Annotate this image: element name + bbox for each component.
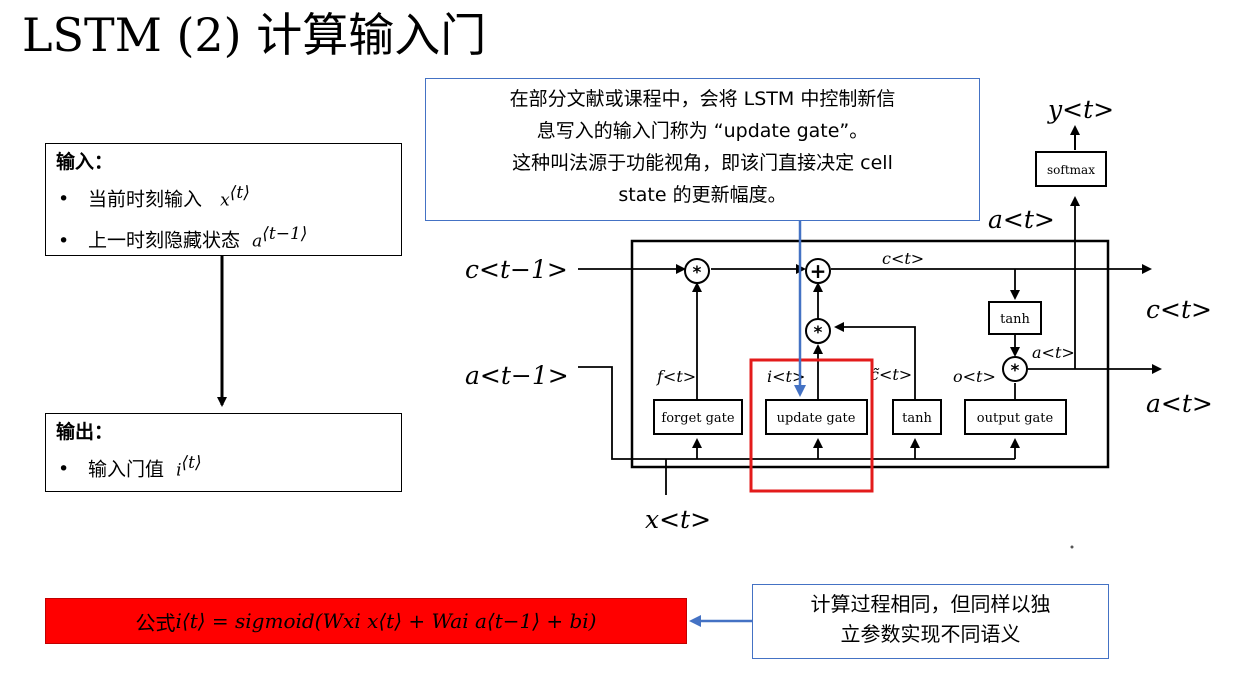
note-bottom-line-2: 立参数实现不同语义 <box>840 622 1021 646</box>
y-t-label: y<t> <box>1047 95 1114 124</box>
c-prev-label: c<t−1> <box>465 255 568 284</box>
a-inner-label: a<t> <box>1032 343 1075 362</box>
i-label: i<t> <box>767 367 805 386</box>
note-top-line-4: state 的更新幅度。 <box>618 184 787 206</box>
input-item-prev-math: a <box>252 231 263 252</box>
add-op <box>805 258 831 284</box>
lstm-cell-box <box>630 239 1110 469</box>
input-item-current: •当前时刻输入 x⟨t⟩ <box>58 183 250 211</box>
output-item-math: i <box>176 460 182 481</box>
input-item-current-sup: ⟨t⟩ <box>229 183 250 203</box>
tanh-mid-box <box>892 399 942 435</box>
input-item-current-text: 当前时刻输入 <box>88 188 203 211</box>
update-gate-highlight <box>749 358 874 493</box>
forget-mult-op <box>684 258 710 284</box>
output-heading: 输出： <box>56 421 114 443</box>
input-item-prev-sup: ⟨t−1⟩ <box>262 224 308 245</box>
update-mult-sym: * <box>814 323 823 343</box>
note-update-gate: 在部分文献或课程中，会将 LSTM 中控制新信 息写入的输入门称为 “updat… <box>425 78 980 221</box>
update-gate-label: update gate <box>777 411 856 426</box>
output-item-sup: ⟨t⟩ <box>181 453 202 473</box>
a-prev-bus <box>578 366 1015 460</box>
ctilde-label: c̃<t> <box>870 365 912 384</box>
output-item-text: 输入门值 <box>88 458 165 481</box>
output-box: 输出： •输入门值 i⟨t⟩ <box>45 413 402 492</box>
output-mult-sym: * <box>1011 361 1020 381</box>
output-mult-op <box>1002 356 1028 382</box>
tanh-mid-label: tanh <box>902 411 932 426</box>
x-t-label: x<t> <box>645 505 711 534</box>
c-inner-label: c<t> <box>882 249 924 268</box>
input-item-current-math: x <box>220 190 230 211</box>
output-gate-box <box>964 399 1067 435</box>
tanh-mid-path <box>834 322 916 400</box>
formula-prefix: 公式 <box>135 610 176 635</box>
f-label: f<t> <box>656 367 696 386</box>
tanh-top-label: tanh <box>1000 312 1030 327</box>
note-same-computation: 计算过程相同，但同样以独 立参数实现不同语义 <box>752 584 1109 659</box>
forget-gate-box <box>653 399 743 435</box>
update-gate-box <box>765 399 868 435</box>
page-title: LSTM (2) 计算输入门 <box>22 8 487 62</box>
softmax-box <box>1035 151 1107 187</box>
note-bottom-line-1: 计算过程相同，但同样以独 <box>810 592 1051 616</box>
add-sym: + <box>810 259 827 283</box>
o-label: o<t> <box>953 367 996 386</box>
output-gate-label: output gate <box>977 411 1054 426</box>
input-box: 输入： •当前时刻输入 x⟨t⟩ •上一时刻隐藏状态 a⟨t−1⟩ <box>45 143 402 256</box>
note-top-line-2: 息写入的输入门称为 “update gate”。 <box>536 120 869 142</box>
forget-gate-label: forget gate <box>661 411 735 426</box>
forget-mult-sym: * <box>693 263 702 283</box>
a-top-label: a<t> <box>988 205 1055 234</box>
note-top-line-1: 在部分文献或课程中，会将 LSTM 中控制新信 <box>509 88 896 110</box>
input-item-prev-text: 上一时刻隐藏状态 <box>88 229 241 252</box>
c-out-label: c<t> <box>1146 295 1212 324</box>
softmax-label: softmax <box>1047 163 1095 177</box>
input-heading: 输入： <box>56 151 114 173</box>
dot-mark <box>1070 545 1074 549</box>
a-out-label: a<t> <box>1146 389 1213 418</box>
update-mult-op <box>805 318 831 344</box>
input-item-prev: •上一时刻隐藏状态 a⟨t−1⟩ <box>58 224 308 252</box>
note-top-line-3: 这种叫法源于功能视角，即该门直接决定 cell <box>512 152 893 174</box>
output-item: •输入门值 i⟨t⟩ <box>58 453 202 481</box>
tanh-top-box <box>988 301 1042 335</box>
a-prev-label: a<t−1> <box>465 361 569 390</box>
formula-expression: i⟨t⟩ = sigmoid(Wxi x⟨t⟩ + Wai a⟨t−1⟩ + b… <box>175 609 597 633</box>
